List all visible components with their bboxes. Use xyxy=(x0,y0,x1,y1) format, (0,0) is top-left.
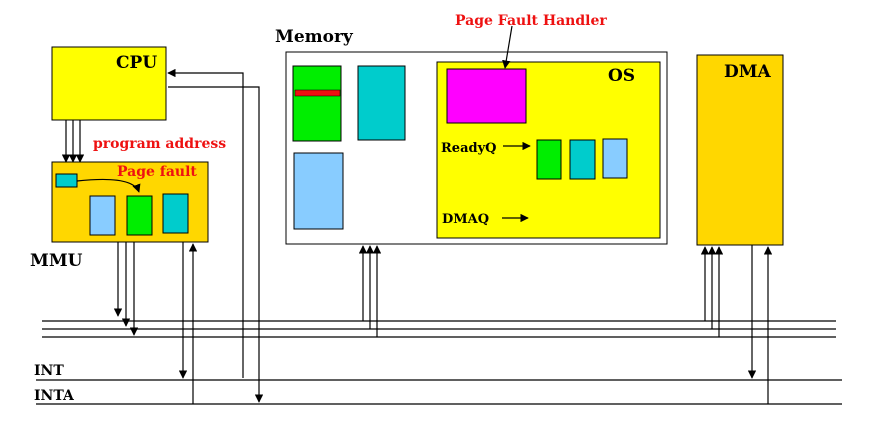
program-address-label: program address xyxy=(93,136,226,152)
page-fault-arrow xyxy=(76,178,141,193)
readyq-page-lightblue xyxy=(602,138,628,179)
page-fault-handler-arrow xyxy=(502,25,513,69)
page-fault-handler-block xyxy=(446,68,527,124)
dma-label: DMA xyxy=(724,62,772,82)
memory-page-cyan xyxy=(357,65,406,141)
mmu-label: MMU xyxy=(30,251,83,271)
readyq-page-cyan xyxy=(569,139,596,180)
inta-label: INTA xyxy=(34,388,75,404)
cpu-label: CPU xyxy=(116,53,157,73)
dmaq-label: DMAQ xyxy=(442,212,489,227)
os-label: OS xyxy=(608,66,635,86)
int-label: INT xyxy=(34,363,64,379)
mmu-page-green xyxy=(126,195,153,236)
mmu-tlb-entry xyxy=(55,173,78,188)
mmu-to-bus-arrows xyxy=(113,242,139,336)
bus-to-dma-arrows xyxy=(700,246,724,337)
page-fault-handler-label: Page Fault Handler xyxy=(455,13,607,29)
readyq-label: ReadyQ xyxy=(441,141,496,156)
dma-box xyxy=(696,54,784,246)
memory-page-green xyxy=(292,65,342,142)
bus-to-memory-arrows xyxy=(358,245,382,337)
mmu-page-cyan xyxy=(162,193,189,234)
memory-label: Memory xyxy=(275,27,354,47)
memory-page-lightblue xyxy=(293,152,344,230)
readyq-page-green xyxy=(536,139,562,180)
page-fault-label: Page fault xyxy=(117,164,197,180)
memory-fault-marker xyxy=(294,89,341,97)
cpu-to-mmu-arrows xyxy=(61,120,85,163)
cpu-box xyxy=(51,46,167,121)
mmu-page-lightblue xyxy=(89,195,116,236)
int-to-cpu-wire xyxy=(167,68,244,378)
cpu-to-inta-wire xyxy=(168,86,264,403)
system-bus xyxy=(42,320,836,338)
